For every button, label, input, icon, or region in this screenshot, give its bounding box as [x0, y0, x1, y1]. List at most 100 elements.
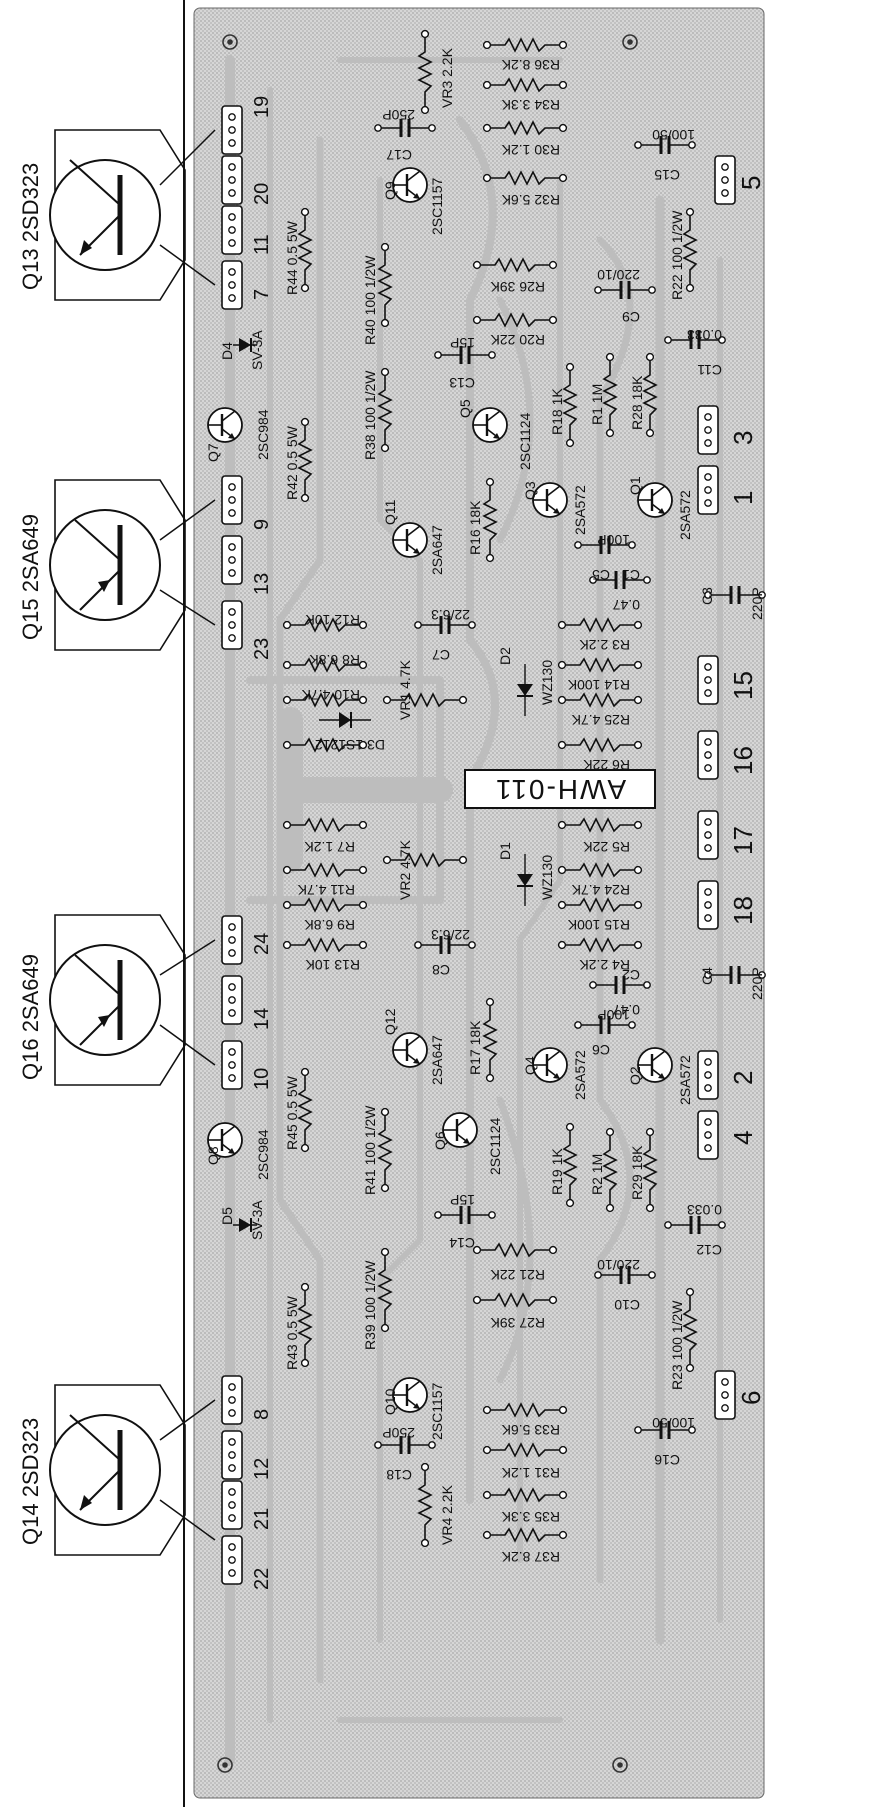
- label-d3: D3 1S1212: [315, 737, 385, 753]
- pad-23: 23: [251, 638, 273, 660]
- terminal-numbers: 5 3 1 15 16 17 18 2 4 6: [728, 176, 766, 1405]
- label-vr3: VR3 2.2K: [439, 47, 455, 108]
- label-c17-val: 250P: [382, 107, 415, 123]
- label-vr2: VR2 4.7K: [397, 839, 413, 900]
- label-c13-ref: C13: [449, 375, 475, 391]
- pad-19: 19: [251, 96, 273, 118]
- label-c18-ref: C18: [386, 1467, 412, 1483]
- label-c7-ref: C7: [432, 647, 450, 663]
- label-q2: 2SA572: [677, 1055, 693, 1105]
- label-c8-ref: C8: [432, 962, 450, 978]
- terminal-18: 18: [728, 896, 758, 925]
- label-r20: R20 22K: [490, 332, 545, 348]
- label-c12-val: 0.033: [687, 1202, 722, 1218]
- label-c13-val: 15P: [450, 335, 475, 351]
- board-outline: [183, 0, 885, 1807]
- label-r11: R11 4.7K: [297, 882, 355, 898]
- label-q3: 2SA572: [572, 485, 588, 535]
- label-vr4: VR4 2.2K: [439, 1484, 455, 1545]
- label-r21: R21 22K: [490, 1267, 545, 1283]
- label-c4-val: 220P: [749, 967, 765, 1000]
- label-r39: R39 100 1/2W: [362, 1260, 378, 1350]
- edge-pad-numbers: 19 20 11 7 9 13 23 24 14 10 8 12 21 22: [251, 96, 273, 1590]
- label-q4: 2SA572: [572, 1050, 588, 1100]
- label-d4-val: SV-3A: [249, 330, 265, 370]
- label-c1-ref: C1: [622, 567, 640, 583]
- label-r18: R18 1K: [549, 388, 565, 435]
- label-r10: R10 4.7K: [301, 687, 360, 703]
- label-q7: 2SC984: [255, 409, 271, 460]
- label-d5-val: SV-3A: [249, 1200, 265, 1240]
- pad-12: 12: [251, 1458, 273, 1480]
- label-r8: R8 6.8K: [309, 652, 360, 668]
- label-r29: R29 18K: [629, 1145, 645, 1200]
- label-r4: R4 2.2K: [579, 957, 630, 973]
- label-c4-ref: C4: [699, 967, 715, 985]
- label-r45: R45 0.5 5W: [284, 1075, 300, 1150]
- pad-8: 8: [251, 1409, 273, 1420]
- power-transistor-q15: Q15 2SA649: [18, 479, 216, 651]
- terminal-15: 15: [728, 671, 758, 700]
- label-q12-ref: Q12: [382, 1008, 398, 1035]
- label-r32: R32 5.6K: [501, 192, 560, 208]
- label-c17-ref: C17: [386, 147, 412, 163]
- label-r19: R19 1K: [549, 1148, 565, 1195]
- terminal-5: 5: [736, 176, 766, 190]
- label-r30: R30 1.2K: [501, 142, 560, 158]
- label-r38: R38 100 1/2W: [362, 370, 378, 460]
- label-r22: R22 100 1/2W: [669, 210, 685, 300]
- label-r23: R23 100 1/2W: [669, 1300, 685, 1390]
- label-r3: R3 2.2K: [579, 637, 630, 653]
- pad-9: 9: [251, 519, 273, 530]
- q16-label: Q16 2SA649: [18, 954, 43, 1080]
- pad-11: 11: [251, 234, 273, 255]
- label-c9-val: 220/10: [597, 267, 640, 283]
- label-r33: R33 5.6K: [501, 1422, 560, 1438]
- label-q4-ref: Q4: [522, 1056, 538, 1075]
- label-c3-val: 220P: [749, 587, 765, 620]
- label-q11: 2SA647: [429, 525, 445, 575]
- terminal-6: 6: [736, 1391, 766, 1405]
- label-c15-ref: C15: [654, 167, 680, 183]
- pad-24: 24: [251, 933, 273, 955]
- label-q1: 2SA572: [677, 490, 693, 540]
- label-r24: R24 4.7K: [571, 882, 630, 898]
- label-c14-val: 15P: [450, 1192, 475, 1208]
- pad-21: 21: [251, 1508, 273, 1530]
- label-c12-ref: C12: [696, 1242, 722, 1258]
- label-c16-val: 100/50: [652, 1415, 695, 1431]
- label-r34: R34 3.3K: [501, 97, 560, 113]
- label-c11-ref: C11: [697, 362, 722, 378]
- label-q9: 2SC1157: [429, 177, 445, 235]
- pad-7: 7: [251, 289, 273, 300]
- label-c6-ref: C6: [592, 1042, 610, 1058]
- power-transistor-q14: Q14 2SD323: [18, 1384, 216, 1556]
- label-r14: R14 100K: [567, 677, 630, 693]
- power-transistor-q13: Q13 2SD323: [18, 129, 216, 301]
- pad-22: 22: [251, 1568, 273, 1590]
- label-r41: R41 100 1/2W: [362, 1105, 378, 1195]
- label-c1-val: 0.47: [613, 597, 640, 613]
- label-r15: R15 100K: [567, 917, 630, 933]
- label-d1-val: WZ130: [539, 855, 555, 900]
- label-r1: R1 1M: [589, 384, 605, 425]
- label-c11-val: 0.033: [687, 327, 722, 343]
- terminal-1: 1: [728, 491, 758, 505]
- terminal-2: 2: [728, 1071, 758, 1085]
- label-c9-ref: C9: [622, 309, 640, 325]
- label-r36: R36 8.2K: [501, 57, 560, 73]
- terminal-3: 3: [728, 431, 758, 445]
- label-c3-ref: C3: [699, 587, 715, 605]
- label-r40: R40 100 1/2W: [362, 255, 378, 345]
- label-c6-val: 100P: [597, 1007, 630, 1023]
- label-q10: 2SC1157: [429, 1382, 445, 1440]
- board-id: AWH-011: [494, 774, 626, 805]
- label-c5-val: 100P: [597, 532, 630, 548]
- label-c5-ref: C5: [592, 567, 610, 583]
- label-r37: R37 8.2K: [501, 1549, 560, 1565]
- label-r44: R44 0.5 5W: [284, 220, 300, 295]
- label-q12: 2SA647: [429, 1035, 445, 1085]
- label-c7-val: 22/6.3: [431, 607, 470, 623]
- label-q8: 2SC984: [255, 1129, 271, 1180]
